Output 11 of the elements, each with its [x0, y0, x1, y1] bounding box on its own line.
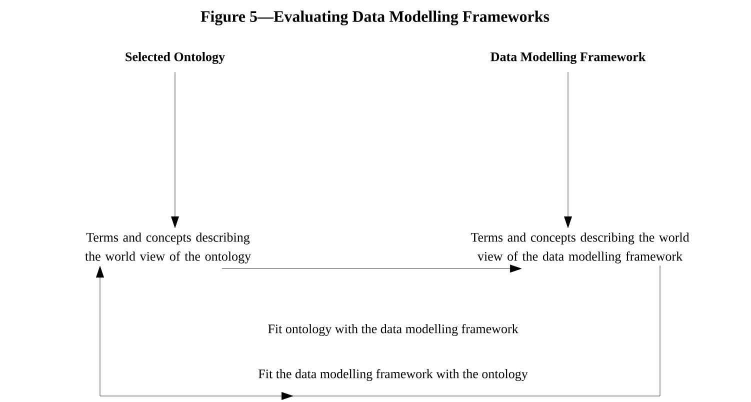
description-text: Terms and concepts describing the world view of the ontology	[85, 232, 251, 264]
arrow	[96, 265, 660, 400]
arrow	[171, 72, 179, 228]
figure-title: Figure 5—Evaluating Data Modelling Frameworks	[200, 10, 550, 26]
description-text: Terms and concepts describing the world view of the data modelling framework	[470, 232, 690, 264]
heading-text: Selected Ontology	[126, 52, 225, 64]
arrow	[564, 72, 572, 228]
edge-label: Fit the data modelling framework with the ontology	[256, 367, 530, 383]
arrow	[222, 264, 522, 273]
edge-label: Fit ontology with the data modelling framework	[266, 322, 520, 338]
heading-text: Data Modelling Framework	[490, 52, 646, 64]
